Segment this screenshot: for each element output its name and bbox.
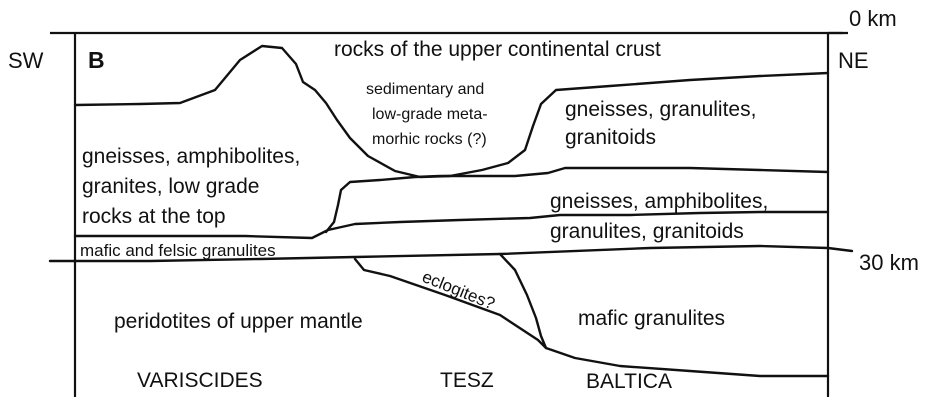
unit-ne-lower-label: mafic granulites — [578, 307, 725, 330]
unit-basin-fill-line-3: morhic rocks (?) — [372, 131, 487, 148]
unit-mantle-label: peridotites of upper mantle — [114, 310, 363, 333]
unit-sw-lower-label: mafic and felsic granulites — [80, 241, 276, 260]
unit-ne-upper-line-2: granitoids — [565, 126, 656, 149]
unit-sw-middle-line-2: granites, low grade — [82, 175, 259, 198]
unit-sw-middle-line-3: rocks at the top — [82, 205, 226, 228]
orientation-sw-label: SW — [8, 48, 44, 73]
orientation-ne-label: NE — [838, 48, 869, 73]
depth-label-0km: 0 km — [849, 6, 897, 31]
panel-letter-label: B — [88, 47, 105, 73]
region-baltica-label: BALTICA — [586, 370, 672, 393]
unit-sw-middle-line-1: gneisses, amphibolites, — [82, 145, 300, 168]
unit-ne-middle-line-1: gneisses, amphibolites, — [550, 190, 768, 213]
region-tesz-label: TESZ — [440, 369, 494, 392]
unit-ne-upper-line-1: gneisses, granulites, — [565, 98, 756, 121]
depth-label-30km: 30 km — [859, 250, 919, 275]
eclogite-wedge-boundary — [355, 254, 546, 348]
region-variscides-label: VARISCIDES — [137, 369, 263, 392]
unit-basin-fill-line-2: low-grade meta- — [372, 106, 488, 123]
unit-basin-fill-line-1: sedimentary and — [366, 81, 484, 98]
unit-upper-crust-label: rocks of the upper continental crust — [334, 38, 661, 61]
unit-ne-middle-line-2: granulites, granitoids — [550, 220, 744, 243]
